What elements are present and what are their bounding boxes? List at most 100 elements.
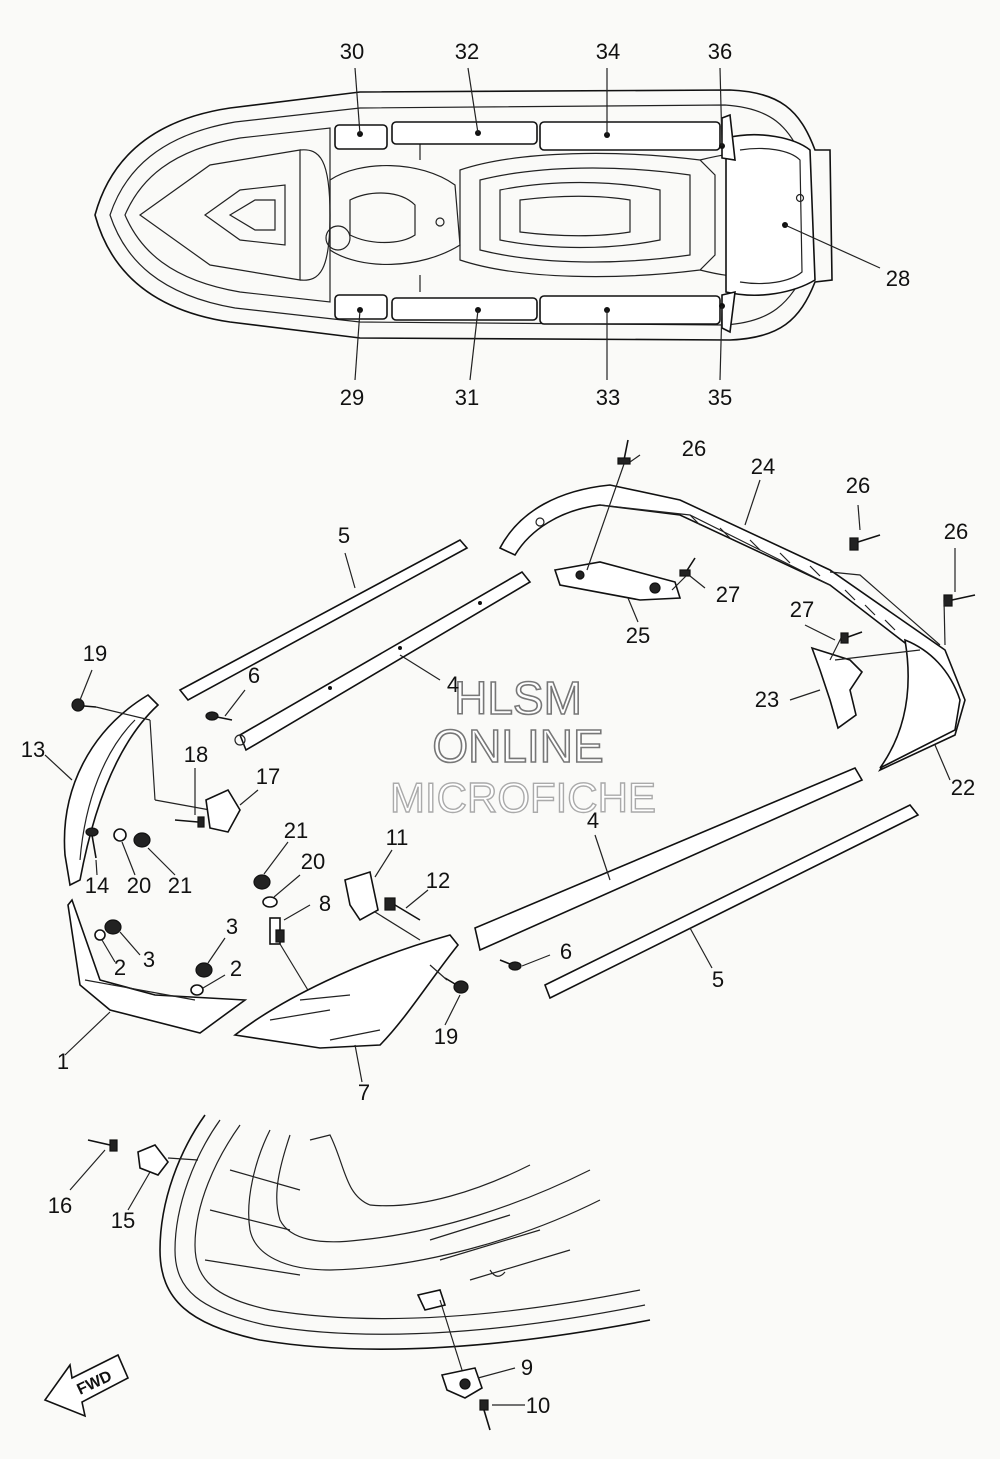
callout-1: 1 [57, 1049, 69, 1074]
callout-23: 23 [755, 687, 779, 712]
callout-13: 13 [21, 737, 45, 762]
side-cover-7 [233, 934, 460, 1049]
callout-6-a: 6 [248, 663, 260, 688]
callout-21-a: 21 [168, 873, 192, 898]
callout-10: 10 [526, 1393, 550, 1418]
watercraft-top-view [94, 67, 881, 381]
callout-31: 31 [455, 385, 479, 410]
callout-20-b: 20 [301, 849, 325, 874]
washer-20-b [262, 896, 278, 908]
callout-9: 9 [521, 1355, 533, 1380]
side-cover-13 [63, 693, 160, 887]
nut-21-a [133, 832, 151, 848]
rivet-16 [87, 1139, 118, 1152]
clip-15 [137, 1144, 170, 1176]
callout-8: 8 [319, 891, 331, 916]
bolt-19-a [71, 698, 97, 712]
callout-32: 32 [455, 39, 479, 64]
callout-29: 29 [340, 385, 364, 410]
callout-3-a: 3 [226, 914, 238, 939]
front-cover-1 [67, 898, 248, 1034]
callout-28: 28 [886, 266, 910, 291]
callout-26-a: 26 [682, 436, 706, 461]
screw-6-a [205, 711, 233, 721]
bolt-19-b [444, 977, 469, 994]
callout-19-a: 19 [83, 641, 107, 666]
rivet-27-b [840, 631, 863, 644]
callout-2-b: 2 [230, 956, 242, 981]
washer-2-a [94, 929, 106, 941]
nut-21-b [253, 874, 271, 890]
nut-3-a [104, 919, 122, 935]
callout-4-b: 4 [587, 808, 599, 833]
rivet-18 [174, 816, 205, 828]
mat-31 [391, 297, 538, 321]
bolt-14 [85, 827, 99, 859]
callout-17: 17 [256, 764, 280, 789]
callout-24: 24 [751, 454, 775, 479]
callout-2-a: 2 [114, 955, 126, 980]
callout-33: 33 [596, 385, 620, 410]
rivet-27-a [679, 557, 696, 577]
callout-16: 16 [48, 1193, 72, 1218]
watermark-line-3: MICROFICHE [390, 774, 656, 821]
mat-30 [334, 124, 388, 150]
watermark-line-2: ONLINE [432, 720, 603, 772]
exploded-parts [44, 439, 976, 1083]
callout-26-b: 26 [846, 473, 870, 498]
rail-4-top [238, 570, 532, 752]
callout-3-b: 3 [143, 947, 155, 972]
rivet-26-a [617, 439, 631, 465]
callout-4-a: 4 [447, 672, 459, 697]
hull-front-view: FWD [43, 1114, 651, 1431]
screw-6-b [499, 959, 522, 971]
callout-35: 35 [708, 385, 732, 410]
callout-5-b: 5 [712, 967, 724, 992]
mat-35 [721, 290, 736, 334]
nut-3-b [195, 962, 213, 978]
callout-22: 22 [951, 775, 975, 800]
rail-5-bottom [543, 803, 920, 1000]
callout-21-b: 21 [284, 818, 308, 843]
bracket-17 [205, 788, 241, 833]
washer-20-a [113, 828, 127, 842]
callout-36: 36 [708, 39, 732, 64]
rivet-10 [479, 1399, 491, 1431]
mat-36 [721, 113, 736, 161]
callout-34: 34 [596, 39, 620, 64]
rivet-26-c [943, 594, 976, 607]
bracket-11 [344, 870, 379, 922]
callout-18: 18 [184, 742, 208, 767]
callout-7: 7 [358, 1080, 370, 1105]
fwd-arrow-icon [43, 1353, 130, 1418]
mat-32 [391, 121, 538, 145]
callout-27-b: 27 [790, 597, 814, 622]
callout-6-b: 6 [560, 939, 572, 964]
callout-15: 15 [111, 1208, 135, 1233]
rail-4-bottom [474, 766, 864, 952]
callout-labels: 30 32 34 36 28 29 31 33 35 26 24 26 26 2… [21, 39, 975, 1418]
bracket-hull [416, 1289, 447, 1311]
callout-25: 25 [626, 623, 650, 648]
callout-11: 11 [386, 825, 409, 850]
callout-27-a: 27 [716, 582, 740, 607]
rivet-12 [384, 897, 421, 921]
callout-30: 30 [340, 39, 364, 64]
mat-29 [334, 294, 388, 320]
bolt-8 [269, 917, 285, 945]
watermark: HLSM ONLINE MICROFICHE [389, 671, 656, 822]
callout-5-a: 5 [338, 523, 350, 548]
bracket-25 [553, 561, 682, 601]
mat-33 [539, 295, 721, 325]
callout-26-c: 26 [944, 519, 968, 544]
callout-20-a: 20 [127, 873, 151, 898]
callout-12: 12 [426, 868, 450, 893]
rear-cover-22 [879, 638, 961, 769]
washer-2-b [190, 984, 204, 996]
bracket-23 [810, 646, 864, 730]
mat-34 [539, 121, 721, 151]
watermark-line-1: HLSM [454, 672, 582, 724]
callout-14: 14 [85, 873, 109, 898]
